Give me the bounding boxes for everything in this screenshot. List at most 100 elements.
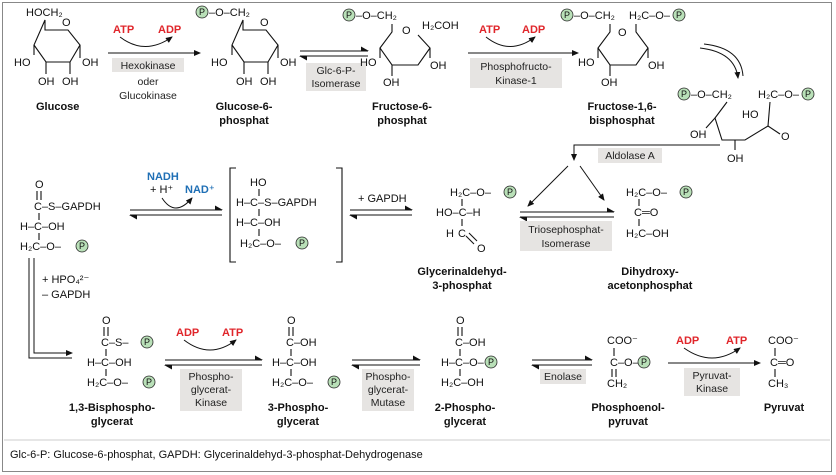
f16bp-structure: P –O–CH₂ H₂C–O– P O HO OH OH Fructose-1,… bbox=[560, 8, 686, 127]
g6p-oh3-label: OH bbox=[260, 76, 277, 88]
g6p-isomerase-box bbox=[306, 63, 366, 91]
pgm-line1: Phospho- bbox=[366, 371, 411, 383]
svg-text:P: P bbox=[805, 89, 811, 99]
pg3-name-line2: glycerat bbox=[277, 416, 320, 428]
hexokinase-line2: oder bbox=[137, 76, 159, 88]
svg-text:P: P bbox=[79, 241, 85, 251]
dhap-ch2o: H₂C–O– bbox=[626, 187, 668, 199]
atp-label: ATP bbox=[479, 24, 500, 36]
bpg13-ch2o: H₂C–O– bbox=[87, 377, 129, 389]
svg-text:P: P bbox=[346, 10, 352, 20]
phosphate-icon bbox=[503, 185, 517, 199]
pg3-structure: O C–OH H–C–OH H₂C–O– P 3-Phospho- glycer… bbox=[268, 315, 341, 428]
bpg13-o: O bbox=[102, 315, 111, 327]
pgk-line2: glycerat- bbox=[191, 384, 232, 396]
tpi-line1: Triosephosphat- bbox=[528, 224, 604, 236]
f16bp-oh1-label: OH bbox=[648, 60, 665, 72]
pg2-name-line2: glycerat bbox=[444, 416, 487, 428]
f16bp-ho-label: HO bbox=[578, 57, 595, 69]
f6p-ch2oh-label: H₂COH bbox=[422, 20, 459, 32]
pyruvat-name: Pyruvat bbox=[764, 402, 805, 414]
g6p-isomerase-line2: Isomerase bbox=[311, 78, 360, 90]
svg-text:P: P bbox=[683, 187, 689, 197]
f6p-oh2-label: OH bbox=[383, 77, 400, 89]
gap-o: O bbox=[477, 243, 486, 255]
svg-text:P: P bbox=[564, 10, 570, 20]
open-ch2o-label: H₂C–O– bbox=[758, 89, 800, 101]
hexokinase-box bbox=[112, 58, 184, 72]
pfk-line1: Phosphofructo- bbox=[480, 61, 552, 73]
phosphate-icon bbox=[295, 236, 309, 250]
pg2-ch2oh: H₂C–OH bbox=[441, 377, 484, 389]
g6p-ho-label: HO bbox=[211, 57, 228, 69]
pep-name-line1: Phosphoenol- bbox=[591, 402, 665, 414]
atp-label: ATP bbox=[222, 327, 243, 339]
g6p-isomerase-step: Glc-6-P- Isomerase bbox=[299, 46, 369, 91]
tpi-box bbox=[520, 221, 612, 251]
glucose-oh2-label: OH bbox=[38, 76, 55, 88]
dhap-name-line2: acetonphosphat bbox=[608, 280, 693, 292]
gap-ch2o: H₂C–O– bbox=[450, 187, 492, 199]
hemithio-hcs: H–C–S–GAPDH bbox=[236, 197, 317, 209]
hemithio-ho: HO bbox=[250, 177, 267, 189]
adp-label: ADP bbox=[676, 335, 699, 347]
g6p-isomerase-line1: Glc-6-P- bbox=[316, 65, 356, 77]
bpg13-name-line1: 1,3-Bisphospho- bbox=[69, 402, 156, 414]
pyruvat-coo: COO⁻ bbox=[768, 335, 799, 347]
phosphate-icon bbox=[140, 335, 154, 349]
f6p-structure: P –O–CH₂ H₂COH O HO OH OH Fructose-6- ph… bbox=[342, 8, 459, 127]
phosphate-icon bbox=[484, 355, 498, 369]
f16bp-och2-label: –O–CH₂ bbox=[574, 10, 615, 22]
phosphate-icon bbox=[75, 239, 89, 253]
dhap-co: C═O bbox=[634, 207, 659, 219]
adp-label: ADP bbox=[176, 327, 199, 339]
tpi-line2: Isomerase bbox=[541, 238, 590, 250]
pg3-coh: C–OH bbox=[286, 337, 317, 349]
pgm-line2: glycerat- bbox=[368, 384, 409, 396]
f6p-oh1-label: OH bbox=[430, 60, 447, 72]
thioester-o: O bbox=[35, 179, 44, 191]
f16bp-oh2-label: OH bbox=[601, 77, 618, 89]
f6p-och2-label: –O–CH₂ bbox=[356, 10, 397, 22]
pg3-ch2o: H₂C–O– bbox=[272, 377, 314, 389]
pyruvat-co: C═O bbox=[770, 357, 795, 369]
open-oh2-label: OH bbox=[727, 153, 744, 165]
pg3-hcoh: H–C–OH bbox=[272, 357, 317, 369]
f16bp-ch2o-label: H₂C–O– bbox=[629, 10, 671, 22]
svg-text:P: P bbox=[507, 187, 513, 197]
f16bp-name-line1: Fructose-1,6- bbox=[587, 101, 656, 113]
hexokinase-line3: Glucokinase bbox=[119, 90, 177, 102]
gap-name-line2: 3-phosphat bbox=[432, 280, 492, 292]
bpg13-name-line2: glycerat bbox=[91, 416, 134, 428]
glucose-ring-o: O bbox=[62, 17, 71, 29]
pg2-o: O bbox=[456, 315, 465, 327]
pep-name-line2: pyruvat bbox=[608, 416, 648, 428]
g6p-structure: P –O–CH₂ O HO OH OH OH Glucose-6- phosph… bbox=[195, 5, 297, 127]
g6p-oh2-label: OH bbox=[236, 76, 253, 88]
pg2-structure: O C–OH H–C–O– P H₂C–OH 2-Phospho- glycer… bbox=[435, 315, 498, 428]
thioester-ch2o: H₂C–O– bbox=[20, 241, 62, 253]
phosphate-icon bbox=[677, 87, 691, 101]
hexokinase-step: ATP ADP Hexokinase oder Glucokinase bbox=[108, 24, 201, 102]
atp-label: ATP bbox=[113, 24, 134, 36]
hemithio-hcoh: H–C–OH bbox=[236, 217, 281, 229]
atp-label: ATP bbox=[726, 335, 747, 347]
nadh-step: NADH + H⁺ NAD⁺ bbox=[129, 171, 223, 220]
svg-text:P: P bbox=[144, 337, 150, 347]
open-ho-label: HO bbox=[742, 109, 759, 121]
footnote: Glc-6-P: Glucose-6-phosphat, GAPDH: Glyc… bbox=[10, 449, 423, 461]
bpg13-structure: O C–S– P H–C–OH H₂C–O– P 1,3-Bisphospho-… bbox=[69, 315, 156, 428]
hplus-label: + H⁺ bbox=[150, 184, 173, 196]
pfk-box bbox=[470, 58, 562, 88]
g6p-name-line2: phosphat bbox=[219, 115, 269, 127]
aldolase-step: Aldolase A bbox=[527, 144, 720, 207]
aldolase-box bbox=[598, 148, 662, 163]
glucose-structure: HOCH₂ O HO OH OH OH Glucose bbox=[14, 7, 99, 113]
pg2-coh: C–OH bbox=[455, 337, 486, 349]
enolase-box bbox=[540, 369, 586, 384]
svg-text:P: P bbox=[299, 238, 305, 248]
gap-c: C bbox=[458, 228, 466, 240]
g6p-oh1-label: OH bbox=[280, 57, 297, 69]
pyruvat-structure: COO⁻ C═O CH₃ Pyruvat bbox=[764, 335, 805, 414]
hpo4-label: + HPO₄²⁻ bbox=[42, 274, 89, 286]
